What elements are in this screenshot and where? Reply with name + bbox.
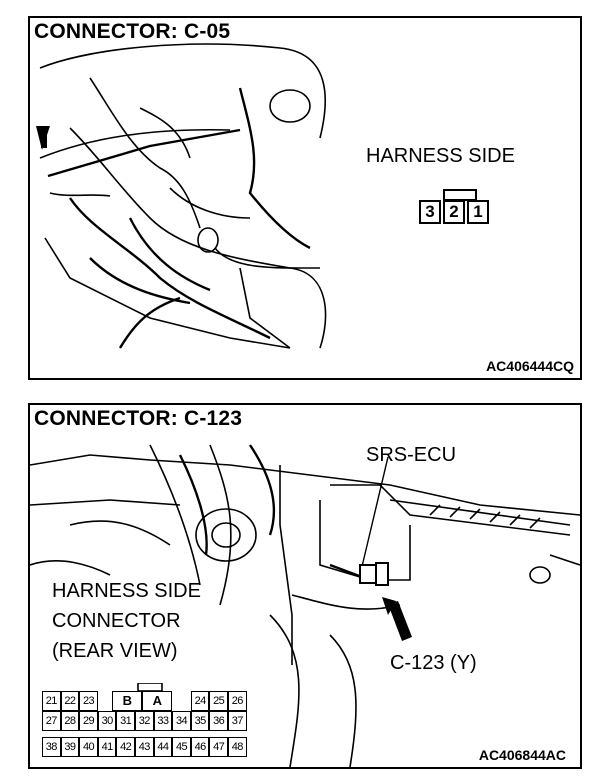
- pin-43: 43: [135, 737, 154, 757]
- rear-view-label: (REAR VIEW): [52, 640, 178, 662]
- pin-33: 33: [153, 711, 173, 731]
- panel-title: CONNECTOR: C-05: [34, 20, 231, 43]
- pin-36: 36: [209, 711, 228, 731]
- pin-28: 28: [60, 711, 80, 731]
- pin-2: 2: [443, 200, 465, 224]
- figure-code: AC406844AC: [478, 747, 566, 763]
- pin-26: 26: [228, 691, 247, 711]
- pin-B: B: [112, 691, 142, 711]
- pin-A: A: [142, 691, 172, 711]
- pin-37: 37: [228, 711, 247, 731]
- pin-25: 25: [209, 691, 228, 711]
- connector-shell-outline: [443, 189, 477, 201]
- pin-27: 27: [42, 711, 61, 731]
- pin-39: 39: [60, 737, 80, 757]
- pin-30: 30: [97, 711, 117, 731]
- pin-24: 24: [190, 691, 210, 711]
- pin-31: 31: [116, 711, 135, 731]
- connector-label: CONNECTOR: [52, 610, 181, 632]
- pin-34: 34: [172, 711, 191, 731]
- connector-c123-panel: CONNECTOR: C-123 SRS-ECU HARNESS SIDE CO…: [28, 403, 582, 769]
- pin-35: 35: [190, 711, 210, 731]
- pin-32: 32: [135, 711, 154, 731]
- pin-23: 23: [79, 691, 98, 711]
- pin-3: 3: [419, 200, 441, 224]
- figure-code: AC406444CQ: [486, 358, 574, 374]
- pin-1: 1: [467, 200, 489, 224]
- srs-ecu-illustration: [30, 444, 580, 767]
- harness-side-label: HARNESS SIDE: [366, 145, 515, 167]
- pin-46: 46: [190, 737, 210, 757]
- connector-id-label: C-123 (Y): [390, 652, 477, 674]
- pin-40: 40: [79, 737, 98, 757]
- panel-title: CONNECTOR: C-123: [34, 407, 243, 430]
- pin-47: 47: [209, 737, 228, 757]
- srs-ecu-label: SRS-ECU: [366, 444, 457, 466]
- pin-29: 29: [79, 711, 98, 731]
- pin-21: 21: [42, 691, 61, 711]
- pin-22: 22: [60, 691, 80, 711]
- connector-c05-panel: CONNECTOR: C-05 HARNESS SIDE 3 2 1 AC406…: [28, 16, 582, 380]
- dashboard-harness-illustration: [36, 43, 327, 349]
- pin-42: 42: [116, 737, 135, 757]
- pin-41: 41: [97, 737, 117, 757]
- pin-38: 38: [42, 737, 61, 757]
- harness-side-label: HARNESS SIDE: [52, 580, 201, 602]
- pin-48: 48: [228, 737, 247, 757]
- pin-45: 45: [172, 737, 191, 757]
- pin-44: 44: [153, 737, 173, 757]
